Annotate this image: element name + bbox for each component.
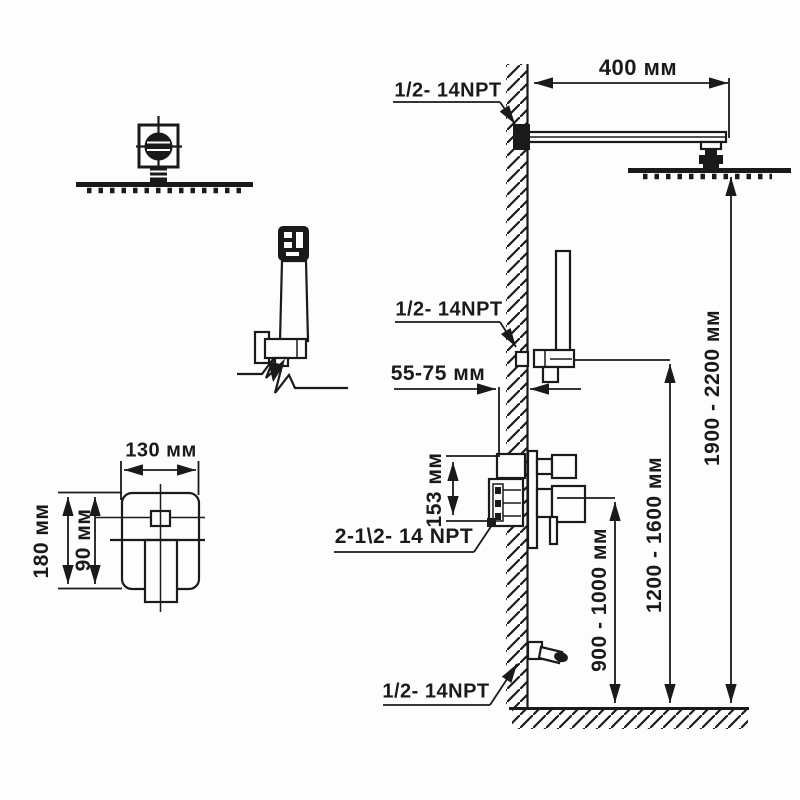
label-spout-height-range: 900 - 1000 мм	[588, 528, 611, 672]
label-mixer-height: 180 мм	[30, 503, 53, 579]
dim-55-75	[394, 383, 581, 456]
hand-shower-side	[514, 249, 576, 384]
mixer-valve-side	[487, 449, 587, 550]
label-embed-depth: 55-75 мм	[390, 362, 486, 385]
break-line	[237, 357, 348, 394]
hand-shower-front	[237, 226, 348, 394]
dim-153	[446, 455, 500, 522]
label-spout-thread: 1/2- 14NPT	[382, 680, 490, 703]
rain-head-side	[628, 140, 791, 180]
side-view	[334, 64, 791, 729]
leader-holder-thread	[395, 321, 517, 348]
label-mixer-width: 130 мм	[125, 439, 197, 462]
label-mixer-half-height: 90 мм	[72, 508, 95, 572]
ball-joint	[144, 132, 173, 161]
shower-arm	[513, 124, 728, 150]
leader-arm-thread	[393, 101, 516, 125]
mixer-box-front	[58, 461, 205, 612]
wall-hatch	[506, 64, 527, 709]
label-valve-height: 153 мм	[423, 452, 446, 528]
label-holder-thread: 1/2- 14NPT	[395, 298, 503, 321]
floor-hatch	[512, 710, 748, 729]
mixer-handle-side	[550, 484, 587, 524]
leader-valve-thread	[334, 524, 493, 553]
label-arm-length: 400 мм	[598, 55, 678, 80]
diverter-knob-side	[550, 453, 578, 480]
rain-head-front	[76, 116, 253, 194]
label-handshower-height-range: 1200 - 1600 мм	[643, 457, 666, 613]
front-views	[58, 116, 348, 612]
hand-shower-wand-side	[554, 249, 572, 354]
wall-flange	[513, 124, 530, 150]
label-showerhead-height-range: 1900 - 2200 мм	[701, 310, 724, 466]
label-valve-thread: 2-1\2- 14 NPT	[334, 525, 474, 548]
leader-spout-thread	[383, 663, 518, 706]
label-arm-thread: 1/2- 14NPT	[394, 79, 502, 102]
hand-shower-handle	[278, 259, 310, 343]
tub-spout	[526, 640, 568, 665]
hand-shower-holder-front	[263, 337, 308, 360]
